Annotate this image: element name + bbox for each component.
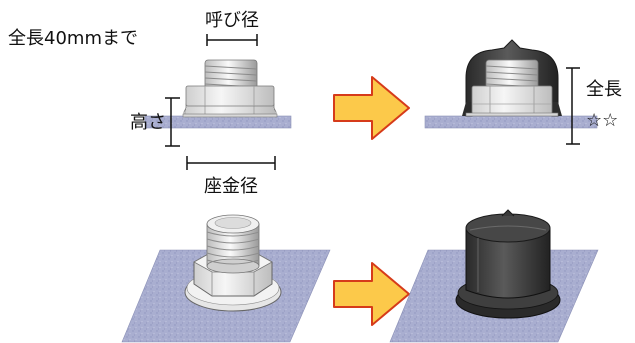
nominal-diameter-label: 呼び径 bbox=[205, 10, 259, 31]
base-plate-right bbox=[424, 115, 598, 129]
total-length-dimension bbox=[566, 67, 580, 145]
total-length-limit-label: 全長40mmまで bbox=[8, 28, 138, 49]
washer-diameter-dimension bbox=[186, 156, 276, 170]
total-length-value: ☆☆ bbox=[586, 110, 618, 131]
base-plate-left bbox=[144, 115, 292, 129]
nominal-diameter-dimension bbox=[206, 34, 258, 46]
top-right-cap-assembly: 全長 ☆☆ bbox=[424, 39, 622, 145]
bottom-left-3d-bolt bbox=[121, 214, 331, 343]
bottom-right-3d-cap bbox=[389, 209, 599, 343]
arrow-right-icon bbox=[333, 76, 410, 140]
washer-diameter-label: 座金径 bbox=[204, 176, 258, 197]
height-label: 高さ bbox=[130, 112, 166, 133]
arrow-right-icon-bottom bbox=[333, 262, 410, 326]
hex-nut-in-cap bbox=[465, 85, 559, 117]
top-left-bolt-assembly: 呼び径 高さ 座金径 全長40mmまで bbox=[8, 10, 292, 197]
hex-nut bbox=[182, 85, 278, 118]
height-dimension bbox=[165, 97, 180, 147]
total-length-label: 全長 bbox=[586, 79, 622, 100]
